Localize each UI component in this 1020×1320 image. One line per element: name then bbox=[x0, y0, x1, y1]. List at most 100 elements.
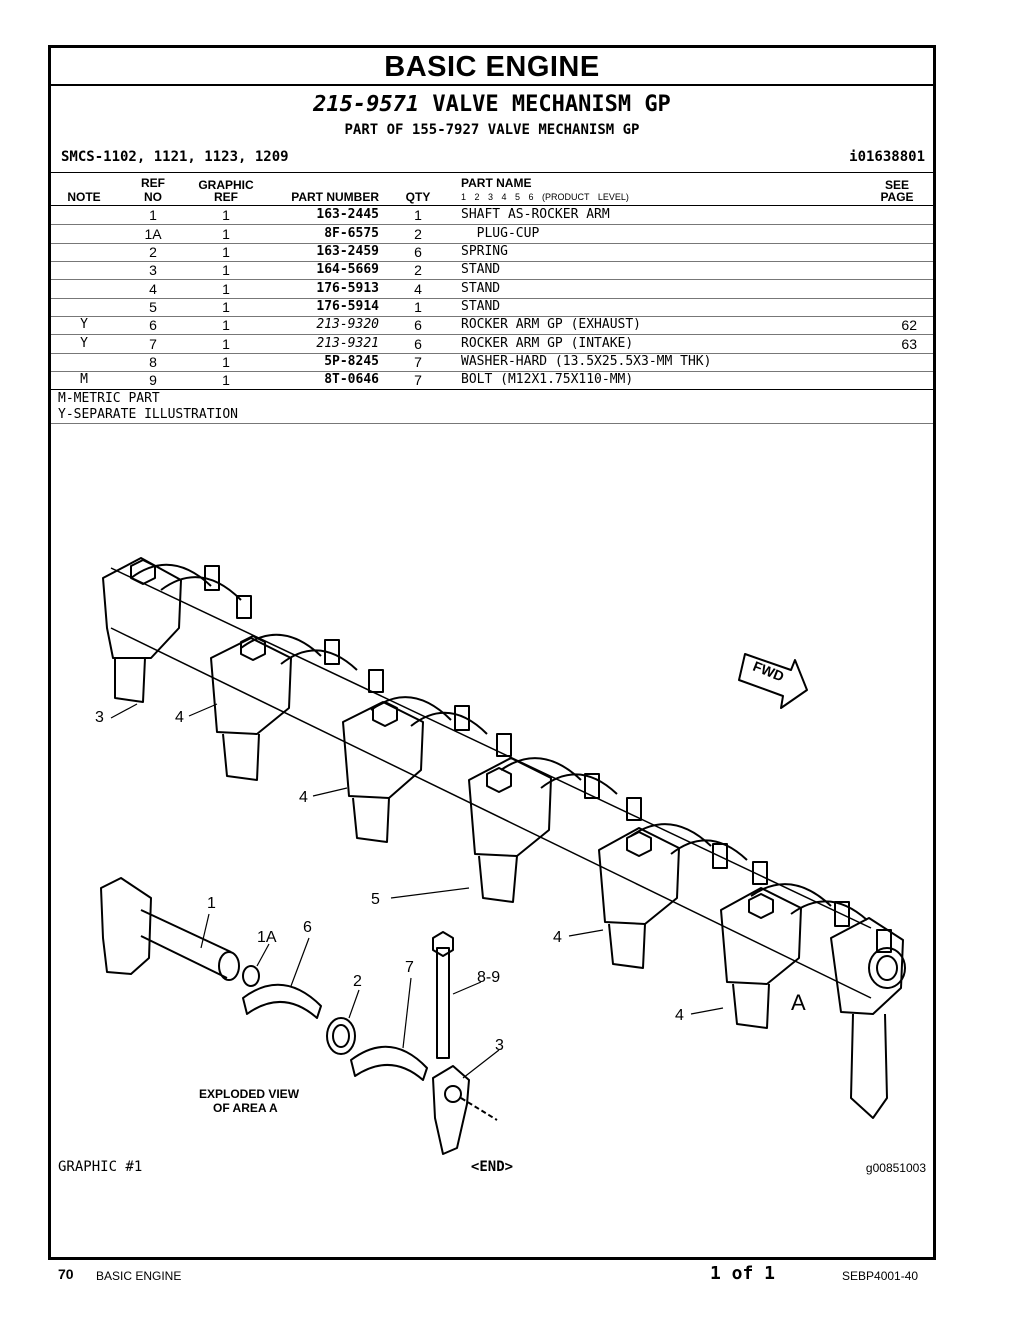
row-part-number[interactable]: 5P-8245 bbox=[324, 354, 379, 369]
callout-6: 6 bbox=[303, 919, 312, 936]
row-qty: 4 bbox=[414, 281, 422, 297]
table-row: 5 1 176-5914 1 STAND bbox=[51, 298, 933, 316]
section-title: BASIC ENGINE bbox=[51, 48, 933, 86]
row-part-name: STAND bbox=[461, 299, 501, 314]
row-graphic-ref: 1 bbox=[222, 281, 230, 297]
end-marker: <END> bbox=[470, 1159, 514, 1175]
row-qty: 7 bbox=[414, 372, 422, 388]
header-part-name: PART NAME bbox=[461, 176, 532, 190]
row-graphic-ref: 1 bbox=[222, 207, 230, 223]
header-ref-no: NO bbox=[144, 190, 162, 204]
callout-area-a: A bbox=[791, 990, 806, 1015]
row-qty: 2 bbox=[414, 262, 422, 278]
row-qty: 6 bbox=[414, 244, 422, 260]
row-part-name: STAND bbox=[461, 262, 501, 277]
callout-3b: 3 bbox=[495, 1037, 504, 1054]
row-qty: 6 bbox=[414, 336, 422, 352]
table-row: Y 6 1 213-9320 6 ROCKER ARM GP (EXHAUST)… bbox=[51, 316, 933, 334]
table-row: Y 7 1 213-9321 6 ROCKER ARM GP (INTAKE) … bbox=[51, 335, 933, 353]
header-graphic-ref: REF bbox=[214, 190, 238, 204]
row-part-number[interactable]: 213-9321 bbox=[316, 336, 379, 351]
callout-2: 2 bbox=[353, 973, 362, 990]
table-row: 3 1 164-5669 2 STAND bbox=[51, 261, 933, 279]
row-ref: 8 bbox=[149, 354, 157, 370]
header-part-number: PART NUMBER bbox=[291, 190, 379, 204]
row-qty: 1 bbox=[414, 207, 422, 223]
graphic-label: GRAPHIC #1 bbox=[58, 1159, 143, 1175]
row-ref: 5 bbox=[149, 299, 157, 315]
graphic-id: g00851003 bbox=[865, 1161, 926, 1175]
row-graphic-ref: 1 bbox=[222, 299, 230, 315]
row-part-number[interactable]: 163-2445 bbox=[316, 207, 379, 222]
row-ref: 2 bbox=[149, 244, 157, 260]
row-rule bbox=[51, 316, 933, 317]
row-part-number[interactable]: 8F-6575 bbox=[324, 226, 379, 241]
row-rule bbox=[51, 371, 933, 372]
row-part-name: ROCKER ARM GP (INTAKE) bbox=[461, 336, 634, 351]
exploded-view-label: EXPLODED VIEW bbox=[199, 1087, 300, 1101]
legend-rule bbox=[51, 423, 933, 424]
row-graphic-ref: 1 bbox=[222, 354, 230, 370]
fwd-label: FWD bbox=[751, 658, 787, 685]
exploded-view-area: OF AREA A bbox=[213, 1101, 278, 1115]
row-part-name: ROCKER ARM GP (EXHAUST) bbox=[461, 317, 642, 332]
row-graphic-ref: 1 bbox=[222, 372, 230, 388]
callout-4c: 4 bbox=[553, 929, 562, 946]
row-part-number[interactable]: 213-9320 bbox=[316, 317, 379, 332]
row-graphic-ref: 1 bbox=[222, 226, 230, 242]
row-qty: 1 bbox=[414, 299, 422, 315]
parts-illustration: 3 4 4 5 4 4 1 1A 6 2 7 8-9 3 A FWD EXPLO… bbox=[95, 557, 906, 1155]
table-row: M 9 1 8T-0646 7 BOLT (M12X1.75X110-MM) bbox=[51, 371, 933, 389]
header-ref: REF bbox=[141, 176, 165, 190]
row-rule bbox=[51, 279, 933, 280]
header-page: PAGE bbox=[880, 190, 914, 204]
header-note: NOTE bbox=[67, 190, 101, 204]
callout-1: 1 bbox=[207, 895, 216, 912]
group-part-number[interactable]: 215-9571 bbox=[313, 92, 420, 117]
row-rule bbox=[51, 334, 933, 335]
info-id: i01638801 bbox=[849, 149, 925, 165]
row-graphic-ref: 1 bbox=[222, 317, 230, 333]
callout-3: 3 bbox=[95, 709, 104, 726]
table-row: 8 1 5P-8245 7 WASHER-HARD (13.5X25.5X3-M… bbox=[51, 353, 933, 371]
callout-7: 7 bbox=[405, 959, 414, 976]
row-ref: 9 bbox=[149, 372, 157, 388]
callout-4b: 4 bbox=[299, 789, 308, 806]
row-part-name: WASHER-HARD (13.5X25.5X3-MM THK) bbox=[461, 354, 712, 369]
legend-separate: Y-SEPARATE ILLUSTRATION bbox=[58, 407, 239, 422]
header-top-rule bbox=[51, 172, 933, 173]
row-note: M bbox=[80, 372, 88, 387]
row-ref: 3 bbox=[149, 262, 157, 278]
footer-doc-id: SEBP4001-40 bbox=[842, 1269, 919, 1283]
table-row: 2 1 163-2459 6 SPRING bbox=[51, 243, 933, 261]
row-graphic-ref: 1 bbox=[222, 244, 230, 260]
callout-4d: 4 bbox=[675, 1007, 684, 1024]
row-ref: 6 bbox=[149, 317, 157, 333]
row-see-page[interactable]: 62 bbox=[901, 317, 917, 333]
row-part-name: SPRING bbox=[461, 244, 508, 259]
header-graphic: GRAPHIC bbox=[198, 178, 254, 192]
header-qty: QTY bbox=[405, 190, 431, 204]
row-note: Y bbox=[80, 336, 88, 351]
callout-4: 4 bbox=[175, 709, 184, 726]
row-rule bbox=[51, 224, 933, 225]
row-see-page[interactable]: 63 bbox=[901, 336, 917, 352]
row-part-number[interactable]: 176-5913 bbox=[316, 281, 379, 296]
row-part-name: STAND bbox=[461, 281, 501, 296]
row-ref: 7 bbox=[149, 336, 157, 352]
group-part-of: PART OF 155-7927 VALVE MECHANISM GP bbox=[344, 122, 640, 138]
row-part-number[interactable]: 163-2459 bbox=[316, 244, 379, 259]
row-part-number[interactable]: 164-5669 bbox=[316, 262, 379, 277]
row-part-name: BOLT (M12X1.75X110-MM) bbox=[461, 372, 634, 387]
footer-page-of: 1 of 1 bbox=[710, 1263, 776, 1284]
row-part-name: SHAFT AS-ROCKER ARM bbox=[461, 207, 610, 222]
row-part-number[interactable]: 8T-0646 bbox=[324, 372, 379, 387]
legend-metric: M-METRIC PART bbox=[58, 391, 160, 406]
callout-1a: 1A bbox=[257, 929, 277, 946]
footer-page-number: 70 bbox=[58, 1266, 74, 1282]
callout-5: 5 bbox=[371, 891, 380, 908]
group-title: 215-9571 VALVE MECHANISM GP bbox=[51, 92, 933, 117]
row-part-number[interactable]: 176-5914 bbox=[316, 299, 379, 314]
row-ref: 1A bbox=[144, 226, 162, 242]
row-graphic-ref: 1 bbox=[222, 262, 230, 278]
